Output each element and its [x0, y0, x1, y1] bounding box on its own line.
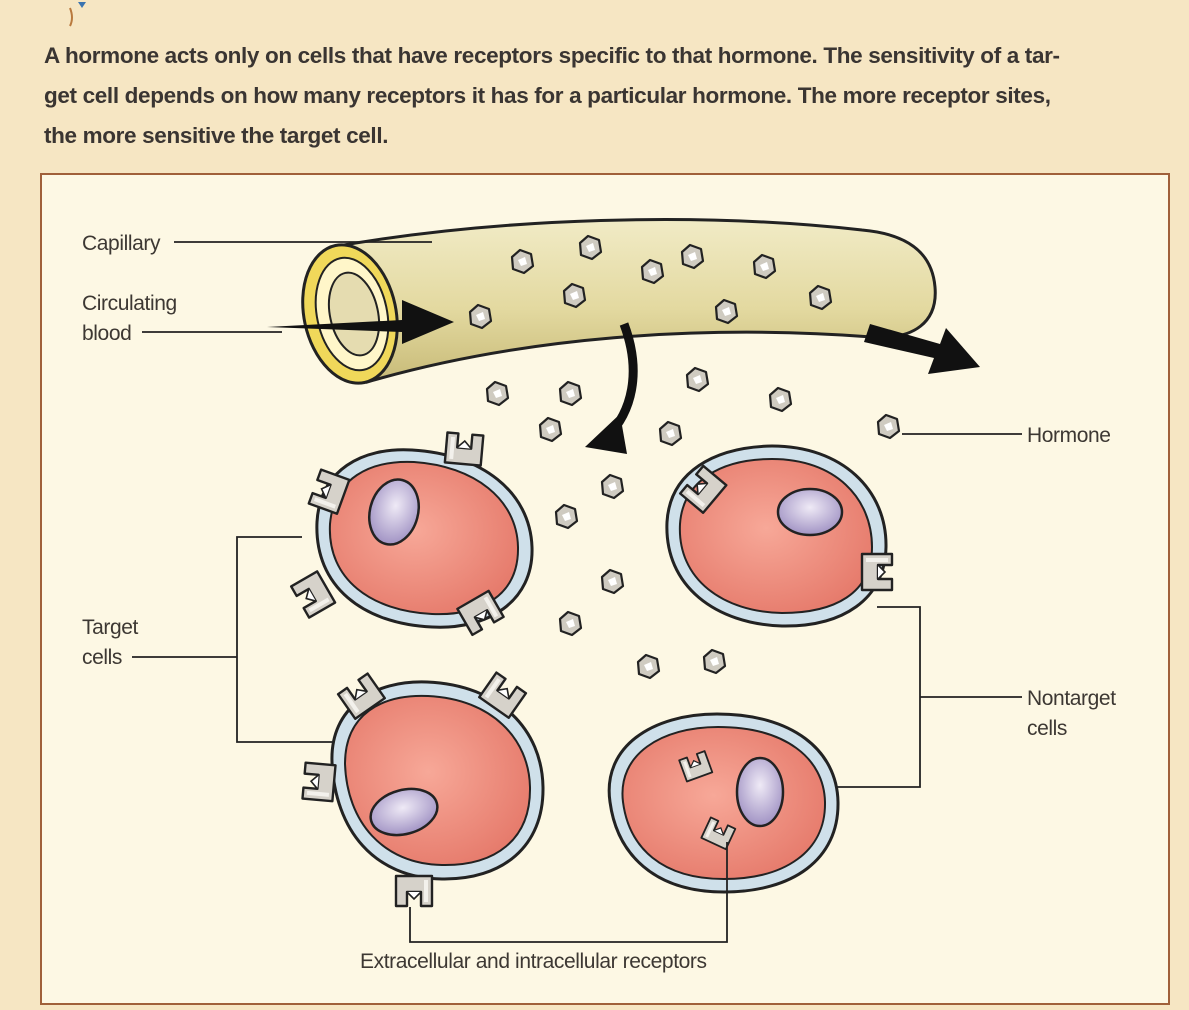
label-nontarget-2: cells [1027, 717, 1067, 740]
label-capillary: Capillary [82, 232, 161, 255]
caption: A hormone acts only on cells that have r… [44, 36, 1164, 156]
caption-line-2: get cell depends on how many receptors i… [44, 76, 1164, 116]
label-target-2: cells [82, 646, 122, 669]
target-cell-1 [291, 432, 532, 634]
caption-line-1: A hormone acts only on cells that have r… [44, 36, 1164, 76]
nontarget-cell-1 [667, 446, 892, 626]
label-circulating: Circulating [82, 292, 177, 315]
label-receptors: Extracellular and intracellular receptor… [360, 950, 707, 973]
nontarget-cell-2 [609, 714, 838, 892]
hormone-receptor-diagram: Capillary Circulating blood Hormone Targ… [42, 175, 1168, 1003]
corner-icon [64, 0, 104, 35]
diffusion-arrow [585, 324, 633, 454]
label-target-1: Target [82, 616, 139, 639]
label-blood: blood [82, 322, 131, 345]
label-nontarget-1: Nontarget [1027, 687, 1116, 710]
caption-line-3: the more sensitive the target cell. [44, 116, 1164, 156]
diagram-panel: Capillary Circulating blood Hormone Targ… [40, 173, 1170, 1005]
label-hormone: Hormone [1027, 424, 1111, 447]
capillary-vessel [290, 220, 935, 392]
target-cell-2 [302, 673, 543, 906]
blood-outflow-arrow [864, 324, 980, 374]
